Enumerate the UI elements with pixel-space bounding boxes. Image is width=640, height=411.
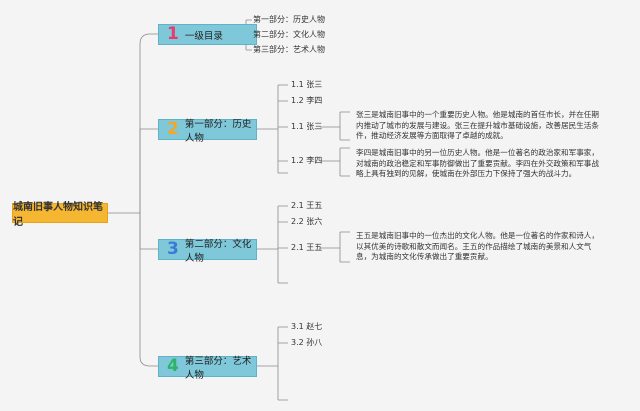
branch-label-2: 第一部分：历史人物 <box>184 118 252 144</box>
desc-2-1: 张三是城南旧事中的一个重要历史人物。他是城南的首任市长，并在任期内推动了城市的发… <box>356 110 599 140</box>
leaf-4-1[interactable]: 3.1 赵七 <box>291 322 323 331</box>
leaf-2-1[interactable]: 1.1 张三 <box>291 80 323 89</box>
desc-2-2: 李四是城南旧事中的另一位历史人物。他是一位著名的政治家和军事家，对城南的政治稳定… <box>356 148 599 178</box>
leaf-1-3[interactable]: 第三部分：艺术人物 <box>253 45 325 54</box>
branch-node-3[interactable]: 3 第二部分：文化人物 <box>158 239 257 264</box>
leaf-3-3[interactable]: 2.1 王五 <box>291 243 323 252</box>
branch-number-3: 3 <box>167 239 179 259</box>
branch-node-1[interactable]: 1 一级目录 <box>158 24 257 45</box>
desc-3-1: 王五是城南旧事中的一位杰出的文化人物。他是一位著名的作家和诗人，以其优美的诗歌和… <box>356 231 599 261</box>
leaf-2-4[interactable]: 1.2 李四 <box>291 156 323 165</box>
leaf-3-2[interactable]: 2.2 张六 <box>291 217 323 226</box>
leaf-1-2[interactable]: 第二部分：文化人物 <box>253 30 325 39</box>
branch-node-4[interactable]: 4 第三部分：艺术人物 <box>158 356 257 381</box>
branch-number-1: 1 <box>167 24 179 44</box>
leaf-4-2[interactable]: 3.2 孙八 <box>291 338 323 347</box>
branch-label-1: 一级目录 <box>184 30 223 42</box>
leaf-2-3[interactable]: 1.1 张三 <box>291 122 323 131</box>
root-label: 城南旧事人物知识笔记 <box>13 202 103 228</box>
root-node[interactable]: 城南旧事人物知识笔记 <box>12 202 108 228</box>
leaf-1-1[interactable]: 第一部分：历史人物 <box>253 15 325 24</box>
leaf-3-1[interactable]: 2.1 王五 <box>291 201 323 210</box>
branch-number-4: 4 <box>167 356 179 376</box>
branch-label-4: 第三部分：艺术人物 <box>184 355 252 381</box>
branch-node-2[interactable]: 2 第一部分：历史人物 <box>158 119 257 144</box>
branch-label-3: 第二部分：文化人物 <box>184 238 252 264</box>
leaf-2-2[interactable]: 1.2 李四 <box>291 96 323 105</box>
branch-number-2: 2 <box>167 119 179 139</box>
